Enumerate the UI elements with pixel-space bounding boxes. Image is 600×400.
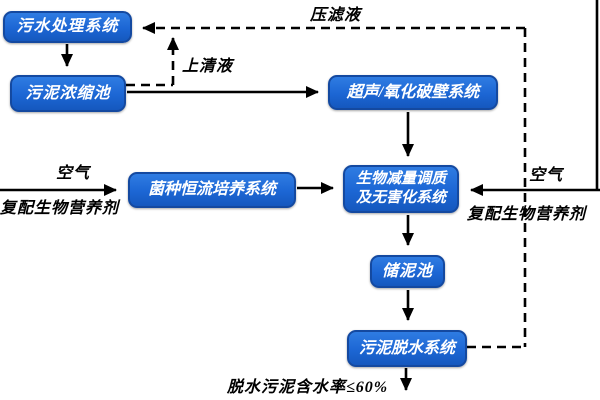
box-sludge-dewatering-system: 污泥脱水系统 <box>347 330 467 367</box>
label-supernatant: 上清液 <box>182 58 234 75</box>
label-compound-bio-nutrient-right: 复配生物营养剂 <box>467 206 587 223</box>
box-bio-label-line2: 及无害化系统 <box>355 190 446 206</box>
box-ultrasonic-oxidation-wall-breaking-system: 超声/氧化破壁系统 <box>328 75 498 110</box>
box-sludge-storage-tank: 储泥池 <box>370 255 445 288</box>
box-bio-reduction-conditioning-harmless-system: 生物减量调质 及无害化系统 <box>343 165 459 213</box>
box-bio-label-line1: 生物减量调质 <box>355 171 446 188</box>
box-sludge-thickening-tank: 污泥浓缩池 <box>10 75 126 112</box>
label-dewatered-sludge-moisture: 脱水污泥含水率≤60% <box>227 379 389 396</box>
label-filter-pressate: 压滤液 <box>310 7 362 24</box>
box-wastewater-treatment-system: 污水处理系统 <box>3 11 132 43</box>
label-compound-bio-nutrient-left: 复配生物营养剂 <box>0 200 120 217</box>
box-strain-constant-flow-culture-system: 菌种恒流培养系统 <box>128 172 296 208</box>
label-air-left: 空气 <box>56 165 91 182</box>
label-air-right: 空气 <box>529 167 564 184</box>
